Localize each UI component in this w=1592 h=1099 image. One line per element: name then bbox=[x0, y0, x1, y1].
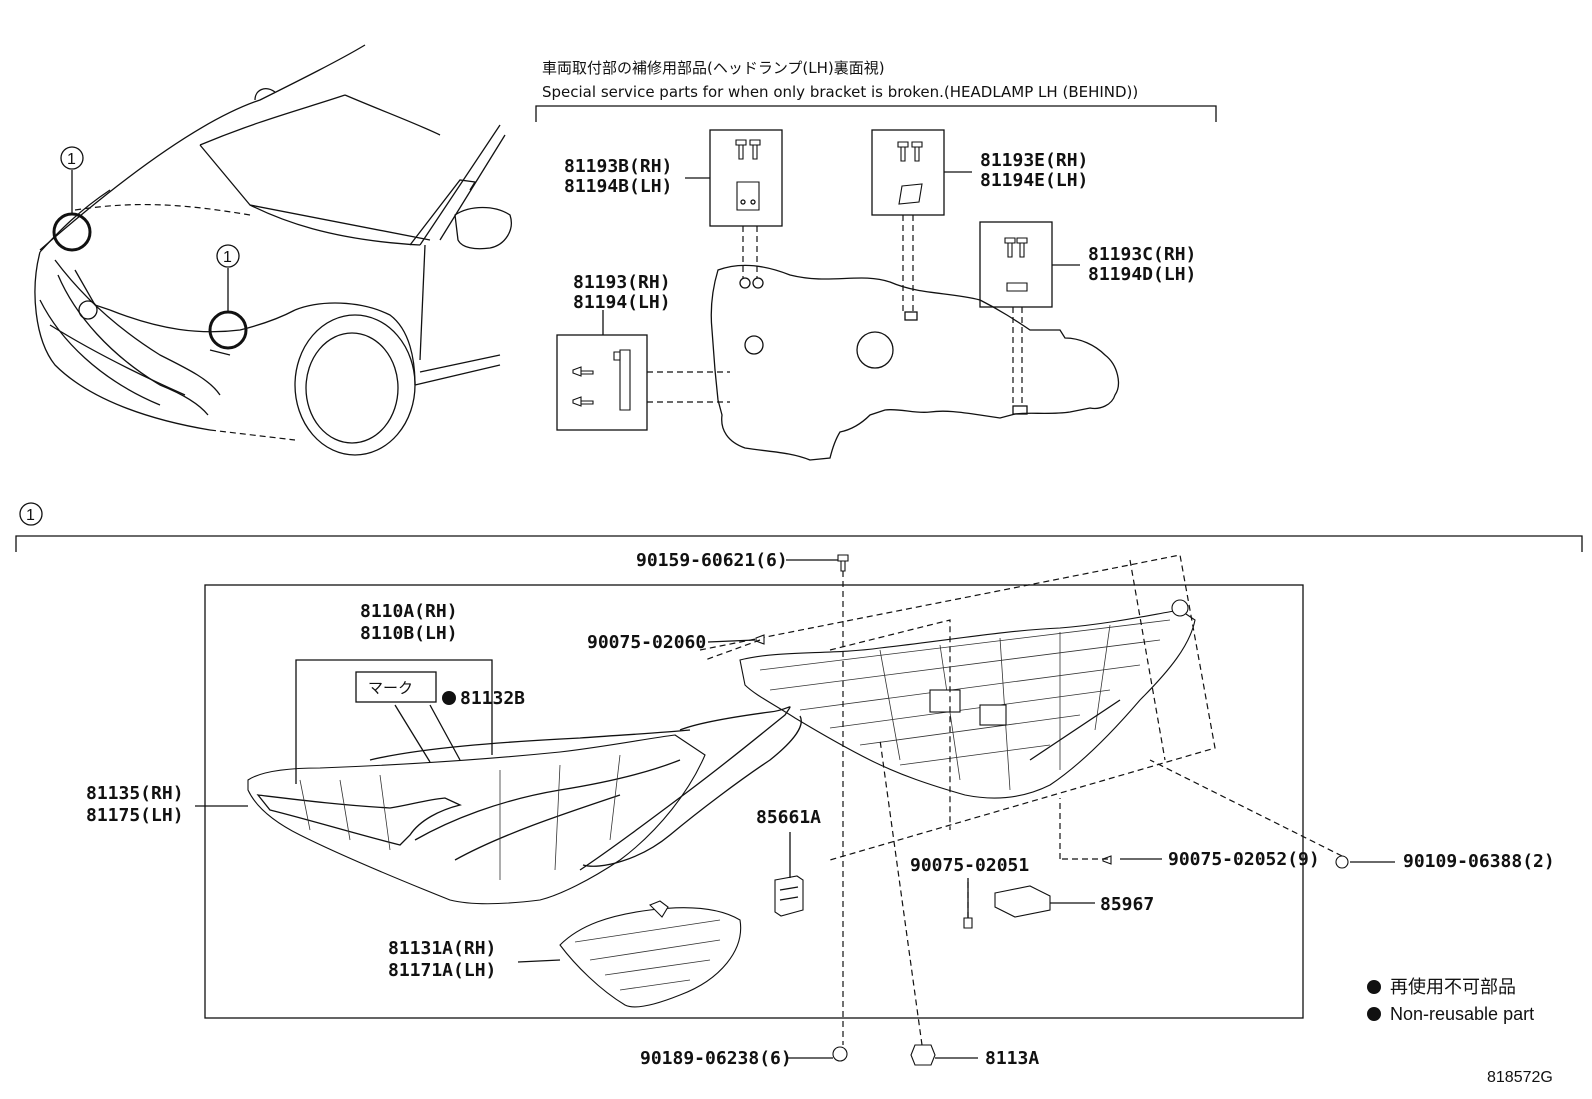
legend-dot-icon bbox=[1367, 980, 1381, 994]
label-8110b-lh: 8110B(LH) bbox=[360, 623, 458, 644]
legend-dot-icon bbox=[1367, 1007, 1381, 1021]
bolt-icon bbox=[1004, 237, 1028, 292]
assembly-frame bbox=[204, 584, 1304, 1019]
label-85661a: 85661A bbox=[756, 807, 821, 828]
label-81194b-lh: 81194B(LH) bbox=[564, 176, 672, 197]
bolt-icon bbox=[735, 139, 761, 211]
label-85967: 85967 bbox=[1100, 894, 1154, 915]
headlamp-housing-illustration bbox=[739, 599, 1196, 799]
header-en-title: Special service parts for when only brac… bbox=[542, 83, 1138, 101]
cover-81131a-icon bbox=[559, 900, 742, 1008]
bolt-icon bbox=[897, 141, 923, 205]
connector-85661a-icon bbox=[774, 875, 804, 917]
legend-en: Non-reusable part bbox=[1390, 1004, 1534, 1024]
callout-marker-circle bbox=[60, 146, 84, 170]
header-jp-title: 車両取付部の補修用部品(ヘッドランプ(LH)裏面視) bbox=[542, 59, 885, 77]
diagram-code: 818572G bbox=[1487, 1069, 1553, 1086]
callout-marker-circle bbox=[19, 502, 43, 526]
label-81193b-rh: 81193B(RH) bbox=[564, 156, 672, 177]
label-90109-06388: 90109-06388(2) bbox=[1403, 851, 1555, 872]
label-81194d-lh: 81194D(LH) bbox=[1088, 264, 1196, 285]
label-8113a: 8113A bbox=[985, 1048, 1039, 1069]
label-90189-06238: 90189-06238(6) bbox=[640, 1048, 792, 1069]
callout-marker-circle bbox=[216, 244, 240, 268]
label-81175-lh: 81175(LH) bbox=[86, 805, 184, 826]
label-81135-rh: 81135(RH) bbox=[86, 783, 184, 804]
label-81193-rh: 81193(RH) bbox=[573, 272, 671, 293]
label-90075-02060: 90075-02060 bbox=[587, 632, 706, 653]
module-85967-icon bbox=[994, 885, 1051, 918]
non-reusable-dot-icon bbox=[442, 691, 456, 705]
label-90075-02051: 90075-02051 bbox=[910, 855, 1029, 876]
callout-marker: 1 bbox=[67, 151, 76, 168]
header-bracket-line bbox=[535, 105, 1217, 122]
box-81193 bbox=[556, 334, 648, 431]
car-front-sketch: 1 1 bbox=[34, 44, 512, 456]
label-81193e-rh: 81193E(RH) bbox=[980, 150, 1088, 171]
label-90075-02052: 90075-02052(9) bbox=[1168, 849, 1320, 870]
screw-icon bbox=[755, 554, 1349, 1066]
label-81193c-rh: 81193C(RH) bbox=[1088, 244, 1196, 265]
headlamp-lens-illustration bbox=[247, 729, 706, 905]
mark-label: マーク bbox=[368, 679, 413, 697]
bolt-icon bbox=[572, 349, 631, 411]
label-8110a-rh: 8110A(RH) bbox=[360, 601, 458, 622]
legend-jp: 再使用不可部品 bbox=[1390, 977, 1516, 997]
label-81171a-lh: 81171A(LH) bbox=[388, 960, 496, 981]
label-81132b: 81132B bbox=[460, 688, 525, 709]
section-callout-marker: 1 bbox=[26, 507, 35, 524]
headlamp-rear-silhouette bbox=[710, 264, 1119, 461]
seal-illustration bbox=[579, 706, 791, 871]
section-bracket-line bbox=[15, 535, 1583, 552]
label-81194e-lh: 81194E(LH) bbox=[980, 170, 1088, 191]
label-81131a-rh: 81131A(RH) bbox=[388, 938, 496, 959]
callout-marker: 1 bbox=[223, 249, 232, 266]
label-81194-lh: 81194(LH) bbox=[573, 292, 671, 313]
mark-box bbox=[355, 671, 437, 703]
box-81193c bbox=[979, 221, 1053, 308]
label-90159-60621: 90159-60621(6) bbox=[636, 550, 788, 571]
